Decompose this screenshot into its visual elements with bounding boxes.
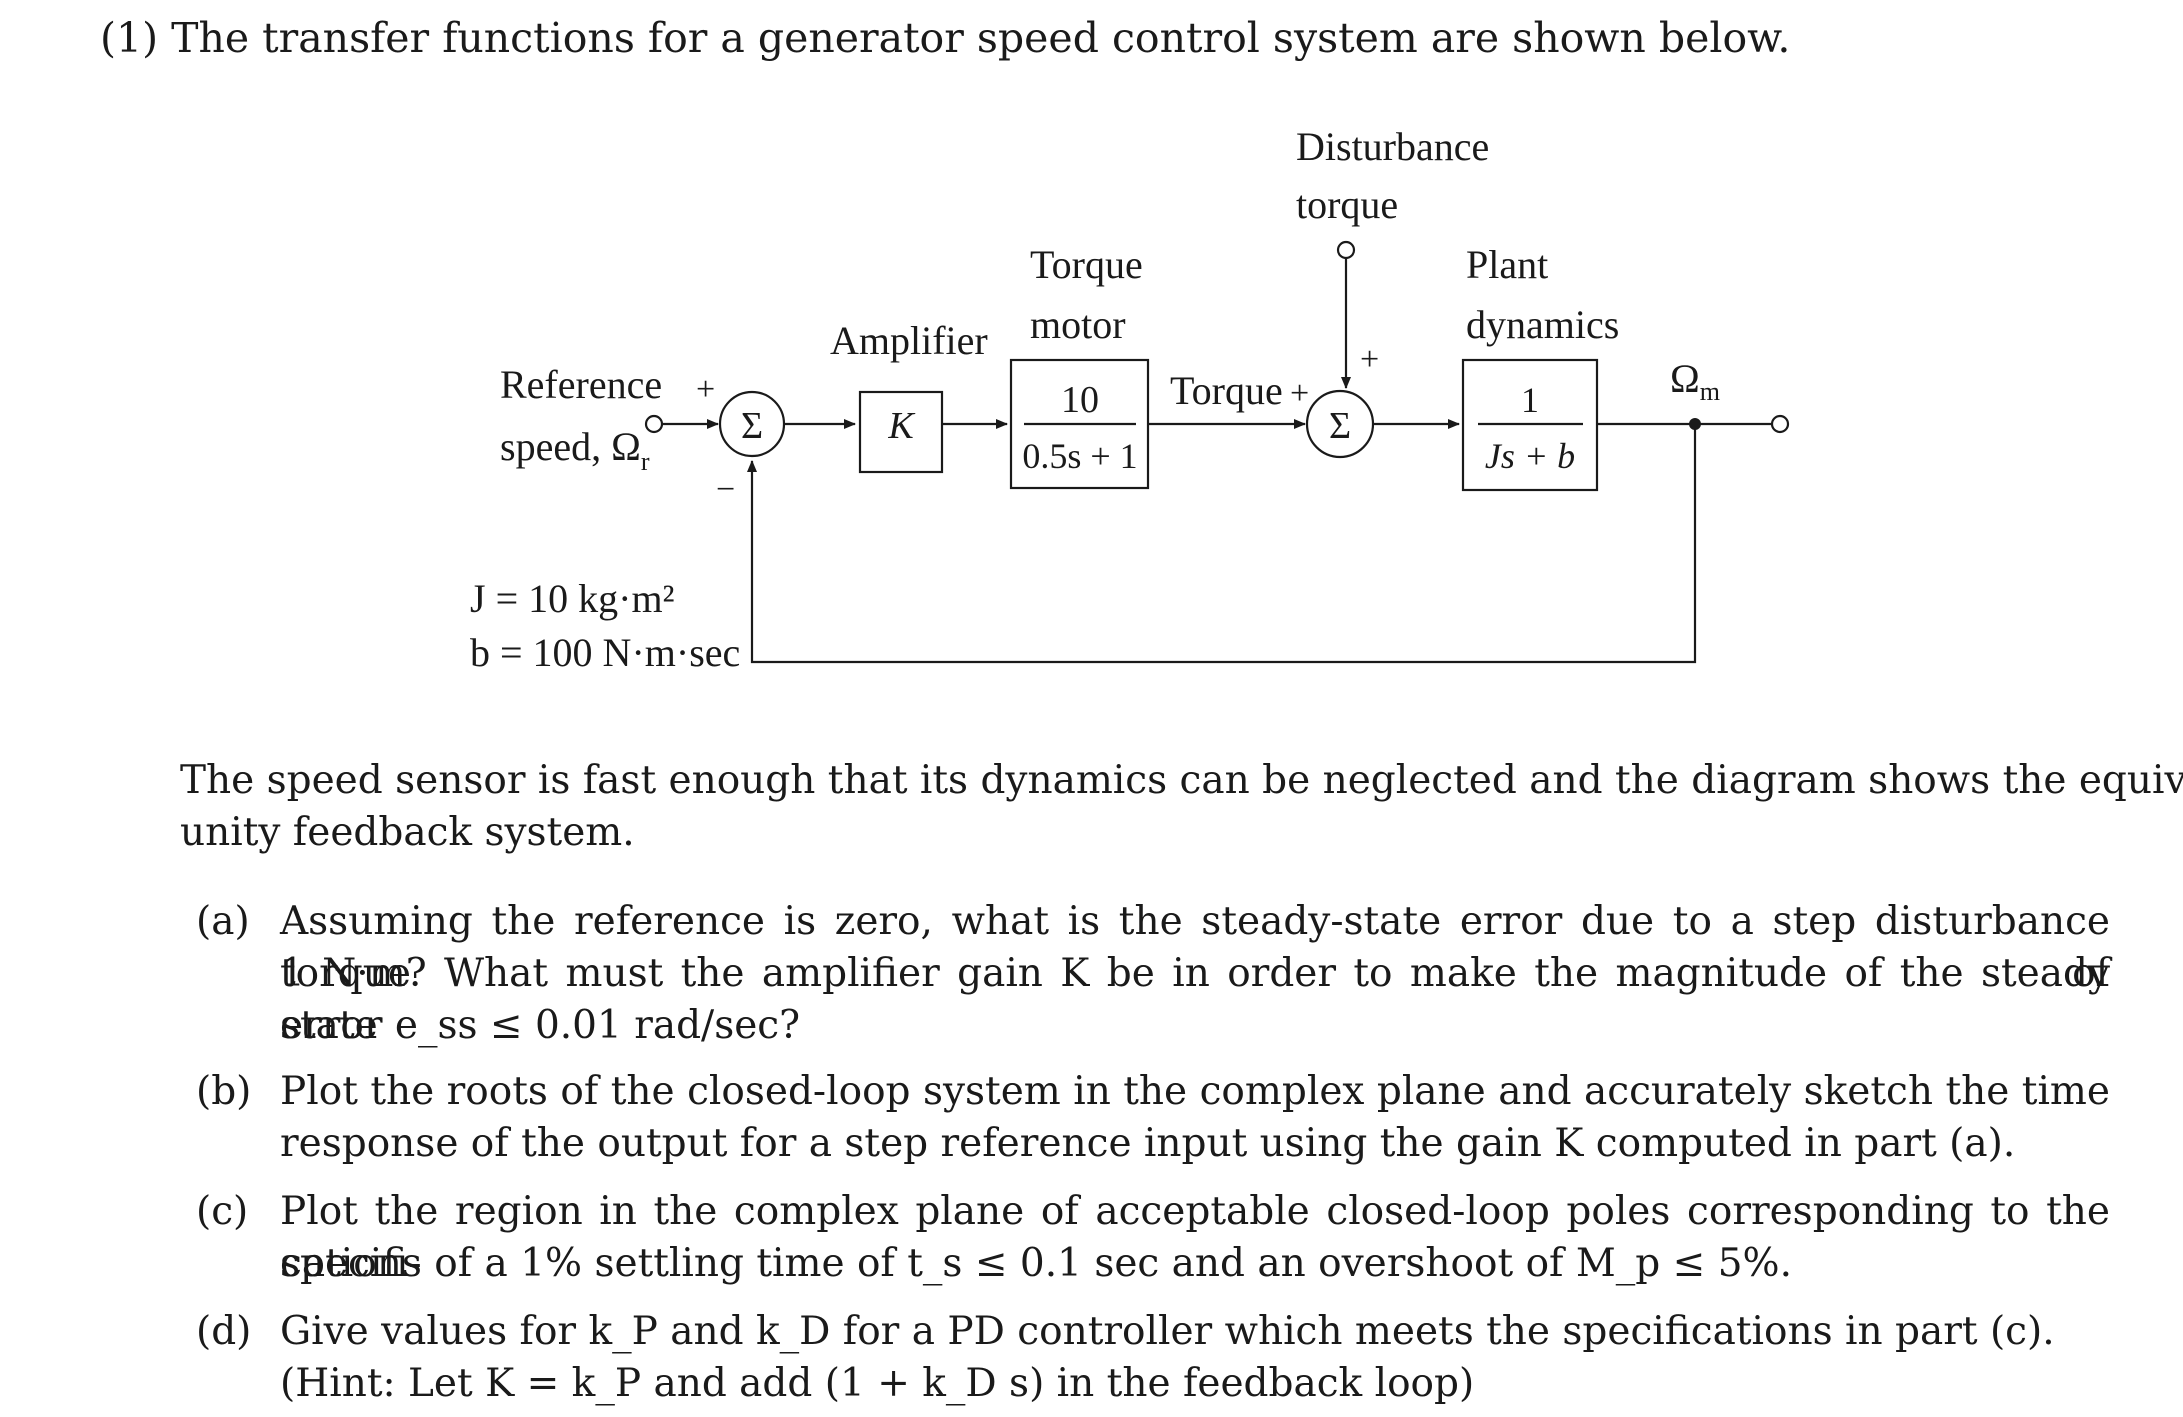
output-label: Ωm: [1670, 356, 1720, 406]
input-terminal: [644, 414, 664, 434]
plant-numerator: 1: [1521, 380, 1539, 420]
motor-numerator: 10: [1061, 379, 1099, 421]
question-c-line-1: Plot the region in the complex plane of …: [280, 1189, 2110, 1286]
question-a-label: (a): [196, 899, 250, 944]
sum2-sigma: Σ: [1329, 405, 1351, 447]
amplifier-gain: K: [887, 405, 915, 447]
feedback-path: [747, 424, 1697, 664]
sum1-plus-sign: +: [696, 371, 715, 408]
plant-label-line1: Plant: [1466, 242, 1548, 287]
sum2-plus-sign-top: +: [1360, 341, 1379, 378]
question-b-label: (b): [196, 1069, 252, 1114]
question-a-line-2: 1 N·m? What must the amplifier gain K be…: [280, 951, 2110, 1048]
question-b-line-1: Plot the roots of the closed-loop system…: [280, 1069, 2110, 1114]
sum1-minus-sign: −: [716, 471, 735, 508]
plant-denominator: Js + b: [1485, 436, 1575, 476]
torque-label: Torque: [1170, 368, 1283, 413]
block-diagram: Disturbance torque Torque motor Plant dy…: [470, 124, 1790, 675]
amplifier-label: Amplifier: [830, 318, 988, 363]
disturbance-label-line2: torque: [1296, 182, 1398, 227]
question-a-line-3: error e_ss ≤ 0.01 rad/sec?: [280, 1003, 801, 1048]
intro-line-1: The speed sensor is fast enough that its…: [180, 758, 2183, 803]
disturbance-terminal: [1336, 240, 1356, 260]
sum1-sigma: Σ: [741, 405, 763, 447]
question-c-line-2: cations of a 1% settling time of t_s ≤ 0…: [280, 1241, 1793, 1286]
problem-header: (1) The transfer functions for a generat…: [100, 14, 1791, 62]
question-c-label: (c): [196, 1189, 249, 1234]
question-d-label: (d): [196, 1309, 252, 1354]
sum2-plus-sign-left: +: [1290, 375, 1309, 412]
disturbance-label-line1: Disturbance: [1296, 124, 1489, 169]
question-b-line-2: response of the output for a step refere…: [280, 1121, 2016, 1166]
plant-label-line2: dynamics: [1466, 302, 1619, 347]
torque-motor-label-line1: Torque: [1030, 242, 1143, 287]
param-b: b = 100 N·m·sec: [470, 630, 740, 675]
intro-line-2: unity feedback system.: [180, 810, 635, 855]
pickoff-point: [1689, 418, 1701, 430]
torque-motor-label-line2: motor: [1030, 302, 1126, 347]
question-a-line-1: Assuming the reference is zero, what is …: [280, 899, 2110, 996]
reference-label-line2: speed, Ωr: [500, 424, 650, 476]
question-d-line-2: (Hint: Let K = k_P and add (1 + k_D s) i…: [280, 1361, 1475, 1406]
question-d-line-1: Give values for k_P and k_D for a PD con…: [280, 1309, 2055, 1354]
motor-denominator: 0.5s + 1: [1022, 436, 1137, 476]
amplifier-block: [858, 390, 944, 474]
param-J: J = 10 kg·m²: [470, 576, 675, 621]
output-terminal: [1770, 414, 1790, 434]
reference-label-line1: Reference: [500, 362, 662, 407]
